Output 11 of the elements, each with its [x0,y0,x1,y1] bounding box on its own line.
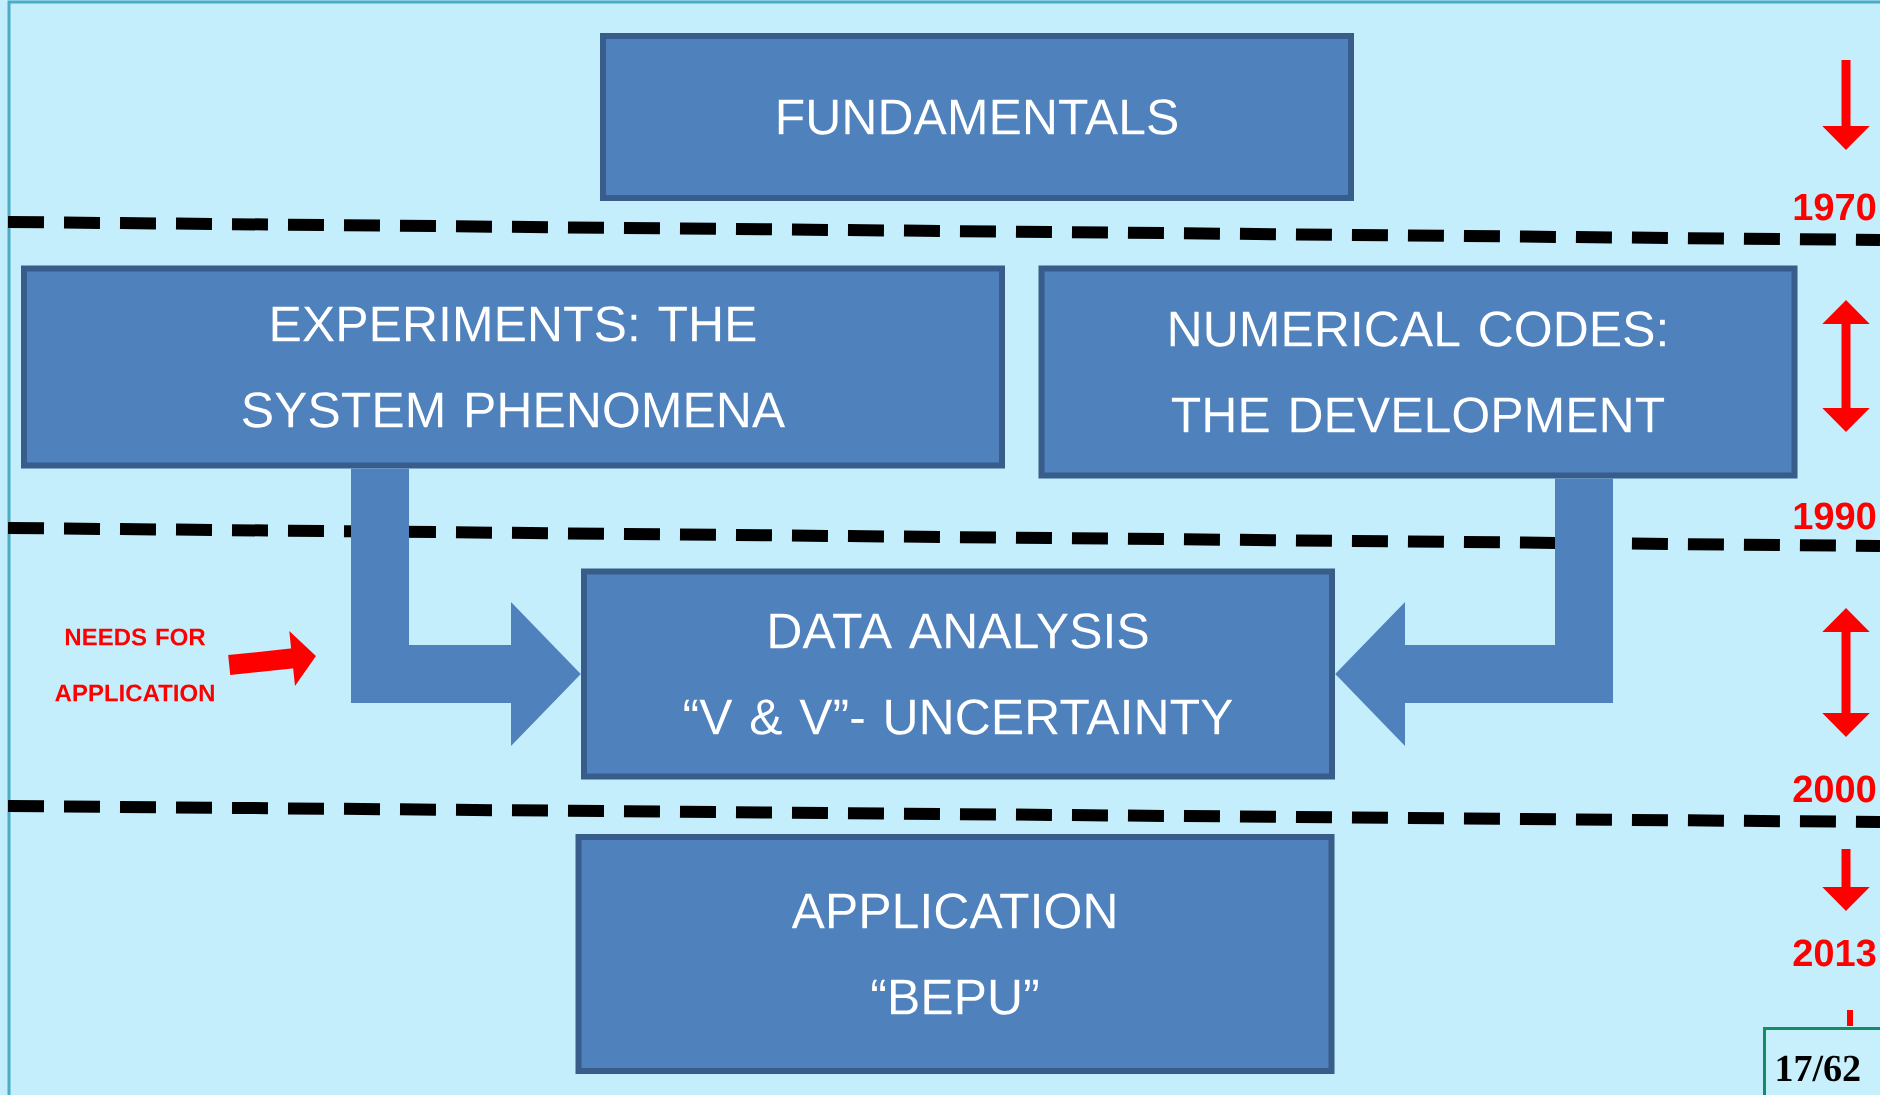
year-label: 1970 [1794,193,1876,221]
year-label: 1990 [1794,502,1876,530]
year-label: 2000 [1793,775,1876,803]
note-text: NEEDS FOR APPLICATION [55,628,214,702]
process-box: APPLICATION “BEPU” [575,834,1335,1074]
page-number: 17/62 [1763,1027,1880,1095]
process-box: EXPERIMENTS: THE SYSTEM PHENOMENA [21,265,1005,469]
process-box: DATA ANALYSIS “V & V”- UNCERTAINTY [581,568,1335,780]
year-label: 2013 [1793,939,1876,967]
process-box: FUNDAMENTALS [600,33,1354,201]
process-box: NUMERICAL CODES: THE DEVELOPMENT [1038,265,1798,479]
